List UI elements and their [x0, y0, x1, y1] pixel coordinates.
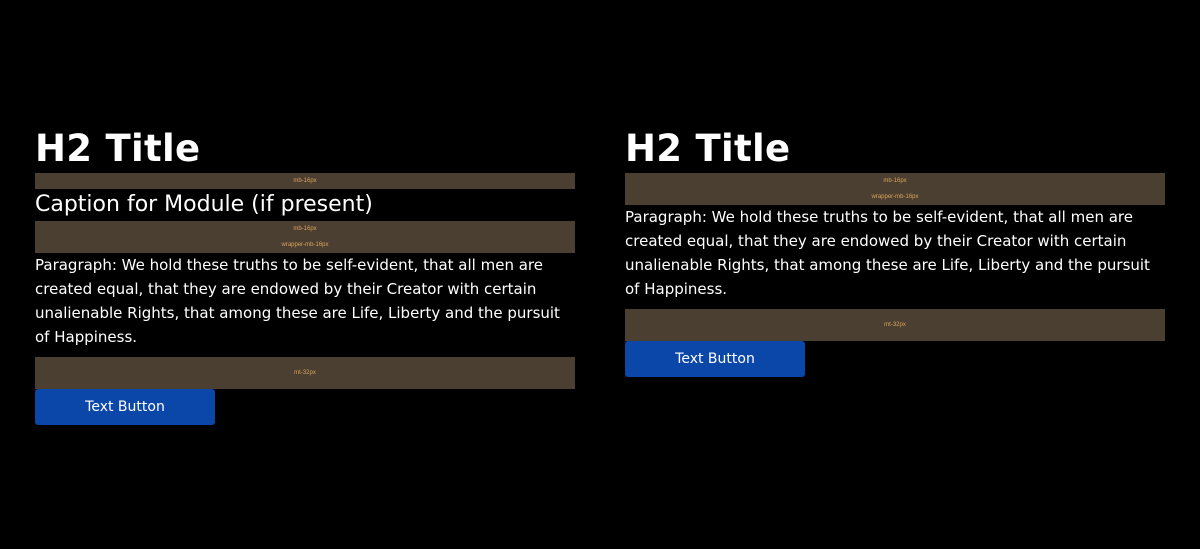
- module-with-caption: H2 Title mb-16px Caption for Module (if …: [35, 125, 575, 425]
- module-title: H2 Title: [625, 127, 791, 170]
- spacer-label: mt-32px: [884, 322, 906, 328]
- module-title: H2 Title: [35, 127, 201, 170]
- spacer-label: mt-32px: [294, 370, 316, 376]
- spacer-caption-margin: mb-16px wrapper-mb-16px: [35, 221, 575, 253]
- module-paragraph: Paragraph: We hold these truths to be se…: [625, 208, 1150, 298]
- text-button[interactable]: Text Button: [625, 341, 805, 377]
- module-paragraph: Paragraph: We hold these truths to be se…: [35, 256, 560, 346]
- module-without-caption: H2 Title mb-16px wrapper-mb-16px Paragra…: [625, 125, 1165, 377]
- spacer-title-margin: mb-16px wrapper-mb-16px: [625, 173, 1165, 205]
- spacer-paragraph-margin: mt-32px: [625, 309, 1165, 341]
- spacer-title-margin: mb-16px: [35, 173, 575, 189]
- spacer-label: mb-16px: [293, 226, 317, 232]
- spacer-label: mb-16px: [883, 178, 907, 184]
- spacer-label: wrapper-mb-16px: [281, 242, 329, 248]
- spacer-label: mb-16px: [293, 178, 317, 184]
- text-button[interactable]: Text Button: [35, 389, 215, 425]
- spacer-paragraph-margin: mt-32px: [35, 357, 575, 389]
- module-caption: Caption for Module (if present): [35, 192, 373, 217]
- spacer-label: wrapper-mb-16px: [871, 194, 919, 200]
